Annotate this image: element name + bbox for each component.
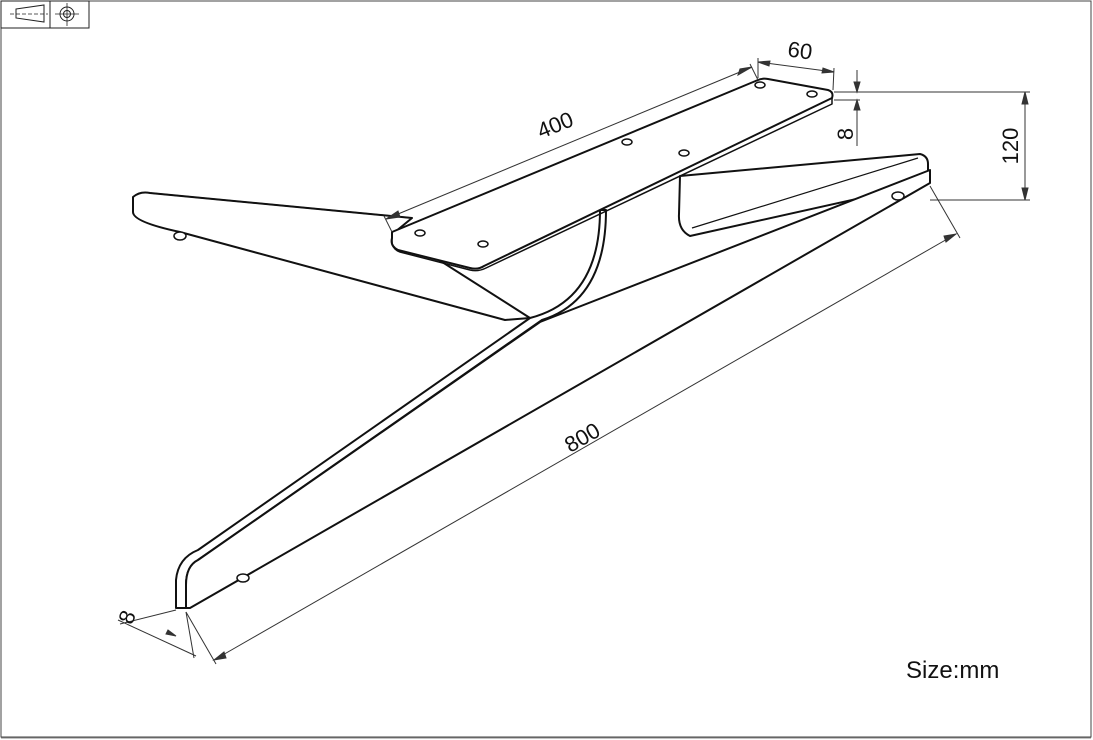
unit-label: Size:mm: [906, 657, 999, 684]
foot-pad: [236, 573, 250, 583]
dim-thickness-bottom: 8: [113, 607, 141, 628]
dim-length-bottom: 800: [560, 417, 604, 457]
dim-thickness-top: 8: [833, 128, 858, 140]
plate-hole: [621, 138, 633, 146]
foot-pad: [891, 191, 905, 201]
plate-hole: [678, 149, 690, 157]
top-plate-edge: [391, 98, 833, 272]
foot-pad: [173, 231, 187, 241]
dim-width-top: 60: [786, 36, 814, 64]
dim-height: 120: [998, 128, 1023, 165]
plate-hole: [414, 229, 426, 237]
plate-hole: [806, 90, 818, 98]
dim-length-top: 400: [533, 107, 576, 144]
projection-symbol-icon: [0, 0, 90, 29]
plate-hole: [754, 81, 766, 89]
front-arm-lower: [185, 169, 931, 609]
dimension-lines: [117, 58, 1030, 665]
front-arm-upper: [175, 209, 607, 609]
plate-hole: [477, 240, 489, 248]
bracket-part: [132, 77, 931, 609]
